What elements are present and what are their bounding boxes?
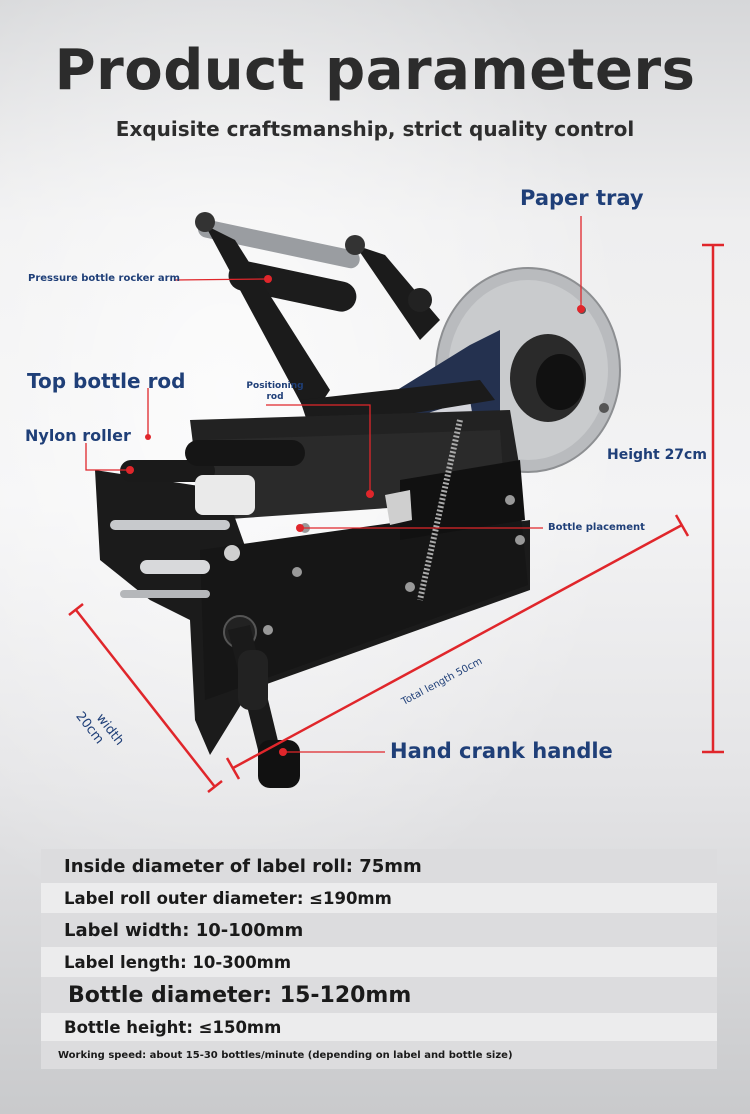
labeling-machine-illustration — [68, 212, 724, 793]
spec-text: Working speed: about 15-30 bottles/minut… — [58, 1049, 513, 1061]
hand-crank — [223, 615, 300, 788]
spec-row: Label length: 10-300mm — [41, 947, 717, 977]
dimension-lines — [68, 243, 724, 793]
spec-text: Label width: 10-100mm — [64, 919, 304, 941]
spec-row: Bottle height: ≤150mm — [41, 1013, 717, 1041]
rocker-arm — [195, 212, 495, 430]
callout-positioning-rod: Positioning rod — [238, 381, 312, 403]
callout-paper-tray: Paper tray — [520, 186, 644, 210]
spec-text: Bottle diameter: 15-120mm — [68, 982, 412, 1008]
callout-hand-crank: Hand crank handle — [390, 739, 613, 763]
leader-dots — [126, 275, 585, 756]
spec-row: Label width: 10-100mm — [41, 913, 717, 947]
spec-row: Working speed: about 15-30 bottles/minut… — [41, 1041, 717, 1069]
page-title: Product parameters — [54, 38, 696, 103]
leader-lines — [85, 216, 582, 753]
spec-row: Inside diameter of label roll: 75mm — [41, 849, 717, 883]
spec-text: Label length: 10-300mm — [64, 952, 292, 972]
callout-height: Height 27cm — [607, 447, 707, 463]
page-subtitle: Exquisite craftsmanship, strict quality … — [115, 117, 635, 141]
spec-row: Bottle diameter: 15-120mm — [41, 977, 717, 1013]
callout-nylon-roller: Nylon roller — [25, 426, 131, 445]
spec-row: Label roll outer diameter: ≤190mm — [41, 883, 717, 913]
positioning-rod-line2: rod — [266, 392, 284, 402]
callout-top-bottle-rod: Top bottle rod — [27, 369, 186, 393]
spec-text: Bottle height: ≤150mm — [64, 1017, 282, 1037]
callout-rocker-arm: Pressure bottle rocker arm — [28, 273, 180, 284]
machine-body — [95, 410, 530, 755]
positioning-rod-line1: Positioning — [246, 381, 304, 391]
specs-panel: Inside diameter of label roll: 75mm Labe… — [41, 849, 717, 1069]
callout-bottle-placement: Bottle placement — [548, 522, 645, 533]
spec-text: Label roll outer diameter: ≤190mm — [64, 888, 392, 908]
spec-text: Inside diameter of label roll: 75mm — [64, 855, 422, 877]
